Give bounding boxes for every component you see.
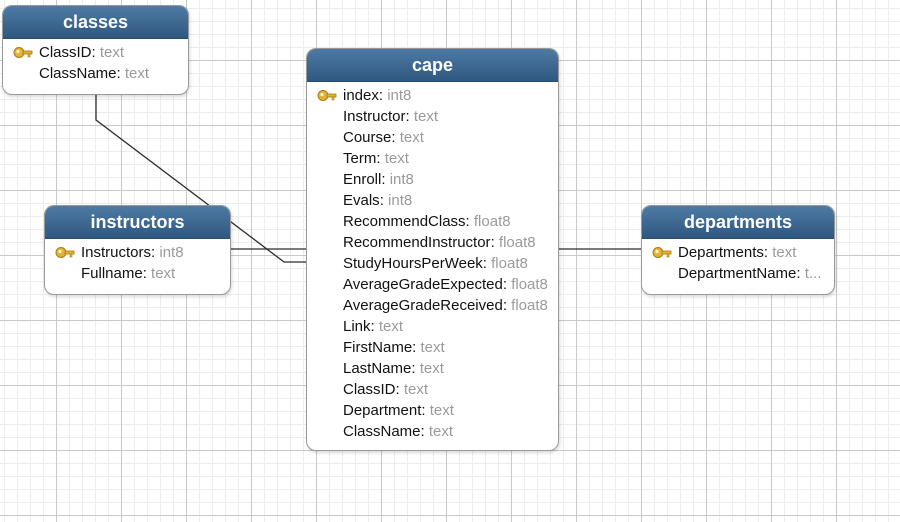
field-row[interactable]: Course: text	[343, 129, 424, 146]
table-title: cape	[307, 49, 558, 82]
field-row[interactable]: AverageGradeReceived: float8	[343, 297, 548, 314]
field-type: t...	[804, 265, 822, 282]
field-row[interactable]: Departments: text	[642, 242, 834, 263]
table-title: departments	[642, 206, 834, 239]
table-title: classes	[3, 6, 188, 39]
field-type: text	[772, 244, 797, 261]
field-row[interactable]: Instructors: int8	[45, 242, 230, 263]
field-name: ClassName	[343, 423, 421, 440]
field-type: int8	[388, 192, 413, 209]
field-name: Link	[343, 318, 371, 335]
field-name: Departments	[678, 244, 764, 261]
field-type: int8	[387, 87, 412, 104]
field-name: ClassID	[39, 44, 92, 61]
field-type: text	[399, 129, 424, 146]
field-name: LastName	[343, 360, 412, 377]
table-title: instructors	[45, 206, 230, 239]
field-name: Course	[343, 129, 392, 146]
field-row[interactable]: index: int8	[307, 85, 558, 106]
field-name: StudyHoursPerWeek	[343, 255, 483, 272]
field-row[interactable]: Instructor: text	[343, 108, 439, 125]
field-row[interactable]: ClassName: text	[343, 423, 454, 440]
field-row[interactable]: Fullname: text	[81, 265, 176, 282]
field-type: float8	[498, 234, 536, 251]
field-type: text	[403, 381, 429, 398]
field-name: Instructor	[343, 108, 406, 125]
field-name: RecommendClass	[343, 213, 466, 230]
field-type: int8	[389, 171, 414, 188]
field-name: Instructors	[81, 244, 152, 261]
field-row[interactable]: AverageGradeExpected: float8	[343, 276, 548, 293]
field-name: Enroll	[343, 171, 382, 188]
field-name: RecommendInstructor	[343, 234, 491, 251]
field-type: float8	[511, 276, 548, 293]
field-name: Term	[343, 150, 377, 167]
key-icon	[652, 244, 672, 261]
field-row[interactable]: StudyHoursPerWeek: float8	[343, 255, 528, 272]
field-type: text	[420, 339, 445, 356]
field-name: FirstName	[343, 339, 413, 356]
connector-classes-cape	[95, 94, 306, 263]
field-name: ClassName	[39, 65, 117, 82]
field-name: AverageGradeExpected	[343, 276, 503, 293]
field-row[interactable]: Department: text	[343, 402, 454, 419]
field-name: AverageGradeReceived	[343, 297, 503, 314]
field-row[interactable]: ClassID: text	[343, 381, 429, 398]
field-row[interactable]: ClassName: text	[39, 65, 150, 82]
field-type: text	[384, 150, 409, 167]
field-name: ClassID	[343, 381, 396, 398]
field-type: text	[419, 360, 444, 377]
field-name: Evals	[343, 192, 380, 209]
field-type: text	[413, 108, 439, 125]
field-row[interactable]: DepartmentName: t...	[678, 265, 822, 282]
field-row[interactable]: Link: text	[343, 318, 404, 335]
field-name: DepartmentName	[678, 265, 797, 282]
field-name: Department	[343, 402, 422, 419]
field-name: Fullname	[81, 265, 143, 282]
field-row[interactable]: FirstName: text	[343, 339, 445, 356]
field-type: float8	[511, 297, 548, 314]
field-row[interactable]: RecommendClass: float8	[343, 213, 511, 230]
field-name: index	[343, 87, 379, 104]
field-row[interactable]: LastName: text	[343, 360, 444, 377]
key-icon	[13, 44, 33, 61]
field-type: text	[124, 65, 150, 82]
key-icon	[317, 87, 337, 104]
field-row[interactable]: RecommendInstructor: float8	[343, 234, 536, 251]
key-icon	[55, 244, 75, 261]
field-type: text	[99, 44, 125, 61]
field-type: text	[378, 318, 404, 335]
field-row[interactable]: Evals: int8	[343, 192, 413, 209]
field-row[interactable]: Enroll: int8	[343, 171, 414, 188]
field-type: text	[429, 402, 454, 419]
field-type: float8	[491, 255, 528, 272]
field-type: text	[428, 423, 454, 440]
field-type: text	[151, 265, 176, 282]
field-type: int8	[159, 244, 184, 261]
field-row[interactable]: ClassID: text	[3, 42, 188, 63]
field-row[interactable]: Term: text	[343, 150, 409, 167]
field-type: float8	[473, 213, 511, 230]
